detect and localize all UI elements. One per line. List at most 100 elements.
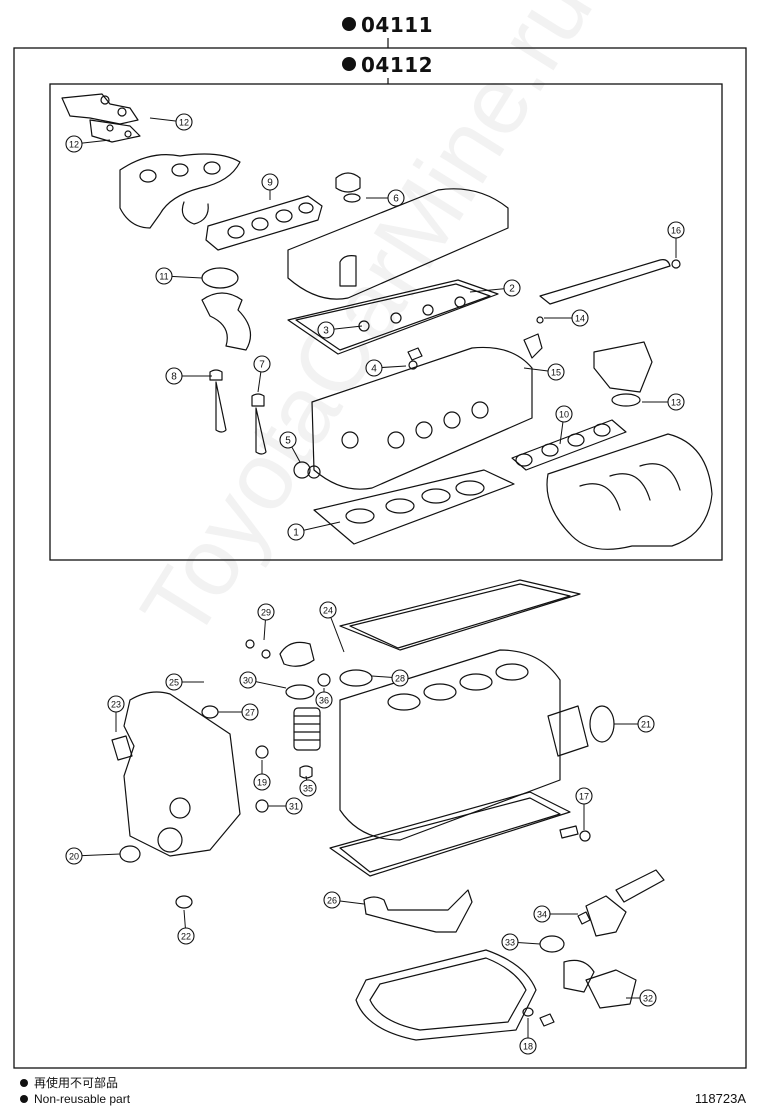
callout-circle [239, 671, 257, 689]
callout-number: 27 [245, 708, 255, 718]
non-reusable-bullet-icon [20, 1095, 28, 1103]
callout-3[interactable]: 3 [317, 321, 363, 339]
outer-kit-frame [13, 47, 747, 1069]
callout-27[interactable]: 27 [218, 703, 259, 721]
callout-number: 20 [69, 852, 79, 862]
callout-number: 19 [257, 778, 267, 788]
callout-1[interactable]: 1 [287, 521, 341, 541]
callout-circle [639, 989, 657, 1007]
callout-16[interactable]: 16 [667, 221, 685, 258]
oil-strainer [363, 889, 473, 933]
callout-28[interactable]: 28 [371, 669, 409, 687]
callout-circle [501, 933, 519, 951]
legend-row-jp: 再使用不可部品 [20, 1074, 118, 1091]
callout-35[interactable]: 35 [299, 775, 317, 797]
callout-7[interactable]: 7 [253, 355, 271, 393]
callout-20[interactable]: 20 [65, 847, 121, 865]
callout-26[interactable]: 26 [323, 891, 365, 909]
callout-25[interactable]: 25 [165, 673, 204, 691]
oil-filter [293, 707, 321, 751]
callout-circle [285, 797, 303, 815]
callout-13[interactable]: 13 [642, 393, 685, 411]
callout-circle [175, 113, 193, 131]
callout-number: 14 [575, 314, 585, 324]
callout-circle [65, 135, 83, 153]
callout-circle [667, 393, 685, 411]
callout-33[interactable]: 33 [501, 933, 541, 951]
callout-number: 10 [559, 410, 569, 420]
callout-number: 16 [671, 226, 681, 236]
callout-number: 25 [169, 678, 179, 688]
callout-8[interactable]: 8 [165, 367, 212, 385]
callout-number: 23 [111, 700, 121, 710]
callout-15[interactable]: 15 [523, 363, 565, 381]
callout-number: 17 [579, 792, 589, 802]
callout-19[interactable]: 19 [253, 760, 271, 791]
callout-number: 18 [523, 1042, 533, 1052]
callout-number: 33 [505, 938, 515, 948]
callout-34[interactable]: 34 [533, 905, 578, 923]
callout-number: 15 [551, 368, 561, 378]
exhaust-pipe [201, 292, 252, 351]
callout-11[interactable]: 11 [155, 267, 203, 285]
callout-number: 22 [181, 932, 191, 942]
callout-31[interactable]: 31 [268, 797, 303, 815]
water-pump [585, 895, 627, 937]
oil-filler-cap [335, 172, 361, 193]
callout-number: 32 [643, 994, 653, 1004]
callout-9[interactable]: 9 [261, 173, 279, 200]
callout-23[interactable]: 23 [107, 695, 125, 732]
callout-circle [391, 669, 409, 687]
callout-32[interactable]: 32 [626, 989, 657, 1007]
cylinder-block [339, 649, 561, 841]
callout-number: 28 [395, 674, 405, 684]
callout-22[interactable]: 22 [177, 909, 195, 945]
callout-circle [575, 787, 593, 805]
callout-number: 7 [259, 360, 265, 371]
water-inlet-housing [585, 969, 637, 1009]
callout-circle [533, 905, 551, 923]
callout-circle [547, 363, 565, 381]
callout-number: 26 [327, 896, 337, 906]
exhaust-pipe-gasket [201, 267, 239, 289]
callout-circle [107, 695, 125, 713]
callout-2[interactable]: 2 [469, 279, 521, 297]
cylinder-head-gasket [313, 469, 515, 545]
front-oil-seal [119, 845, 141, 863]
callout-number: 6 [393, 194, 399, 205]
callout-circle [299, 779, 317, 797]
callout-number: 30 [243, 676, 253, 686]
exhaust-gasket-lower [89, 119, 141, 143]
callout-18[interactable]: 18 [519, 1018, 537, 1055]
cylinder-head-cover [287, 188, 509, 300]
callout-circle [387, 189, 405, 207]
callout-17[interactable]: 17 [575, 787, 593, 830]
callout-number: 2 [509, 284, 515, 295]
callout-number: 31 [289, 802, 299, 812]
rear-oil-seal [589, 705, 615, 743]
callout-21[interactable]: 21 [614, 715, 655, 733]
callout-12[interactable]: 12 [149, 113, 193, 131]
callout-number: 12 [179, 118, 189, 128]
callout-number: 11 [159, 272, 168, 282]
callout-circle [279, 431, 297, 449]
non-reusable-bullet-icon [342, 17, 356, 31]
callout-circle [667, 221, 685, 239]
callout-number: 35 [303, 784, 313, 794]
callout-12[interactable]: 12 [65, 135, 111, 153]
callout-4[interactable]: 4 [365, 359, 407, 377]
callout-number: 36 [319, 696, 329, 706]
callout-24[interactable]: 24 [319, 601, 345, 653]
callout-circle [261, 173, 279, 191]
callout-6[interactable]: 6 [366, 189, 405, 207]
callout-29[interactable]: 29 [257, 603, 275, 641]
callout-36[interactable]: 36 [315, 688, 333, 709]
callout-5[interactable]: 5 [279, 431, 301, 463]
cylinder-head [311, 346, 533, 490]
exhaust-valve [255, 407, 267, 455]
callout-14[interactable]: 14 [544, 309, 589, 327]
callout-10[interactable]: 10 [555, 405, 573, 445]
callout-number: 13 [671, 398, 681, 408]
callout-30[interactable]: 30 [239, 671, 287, 689]
illustration-code: 118723A [694, 1091, 746, 1106]
